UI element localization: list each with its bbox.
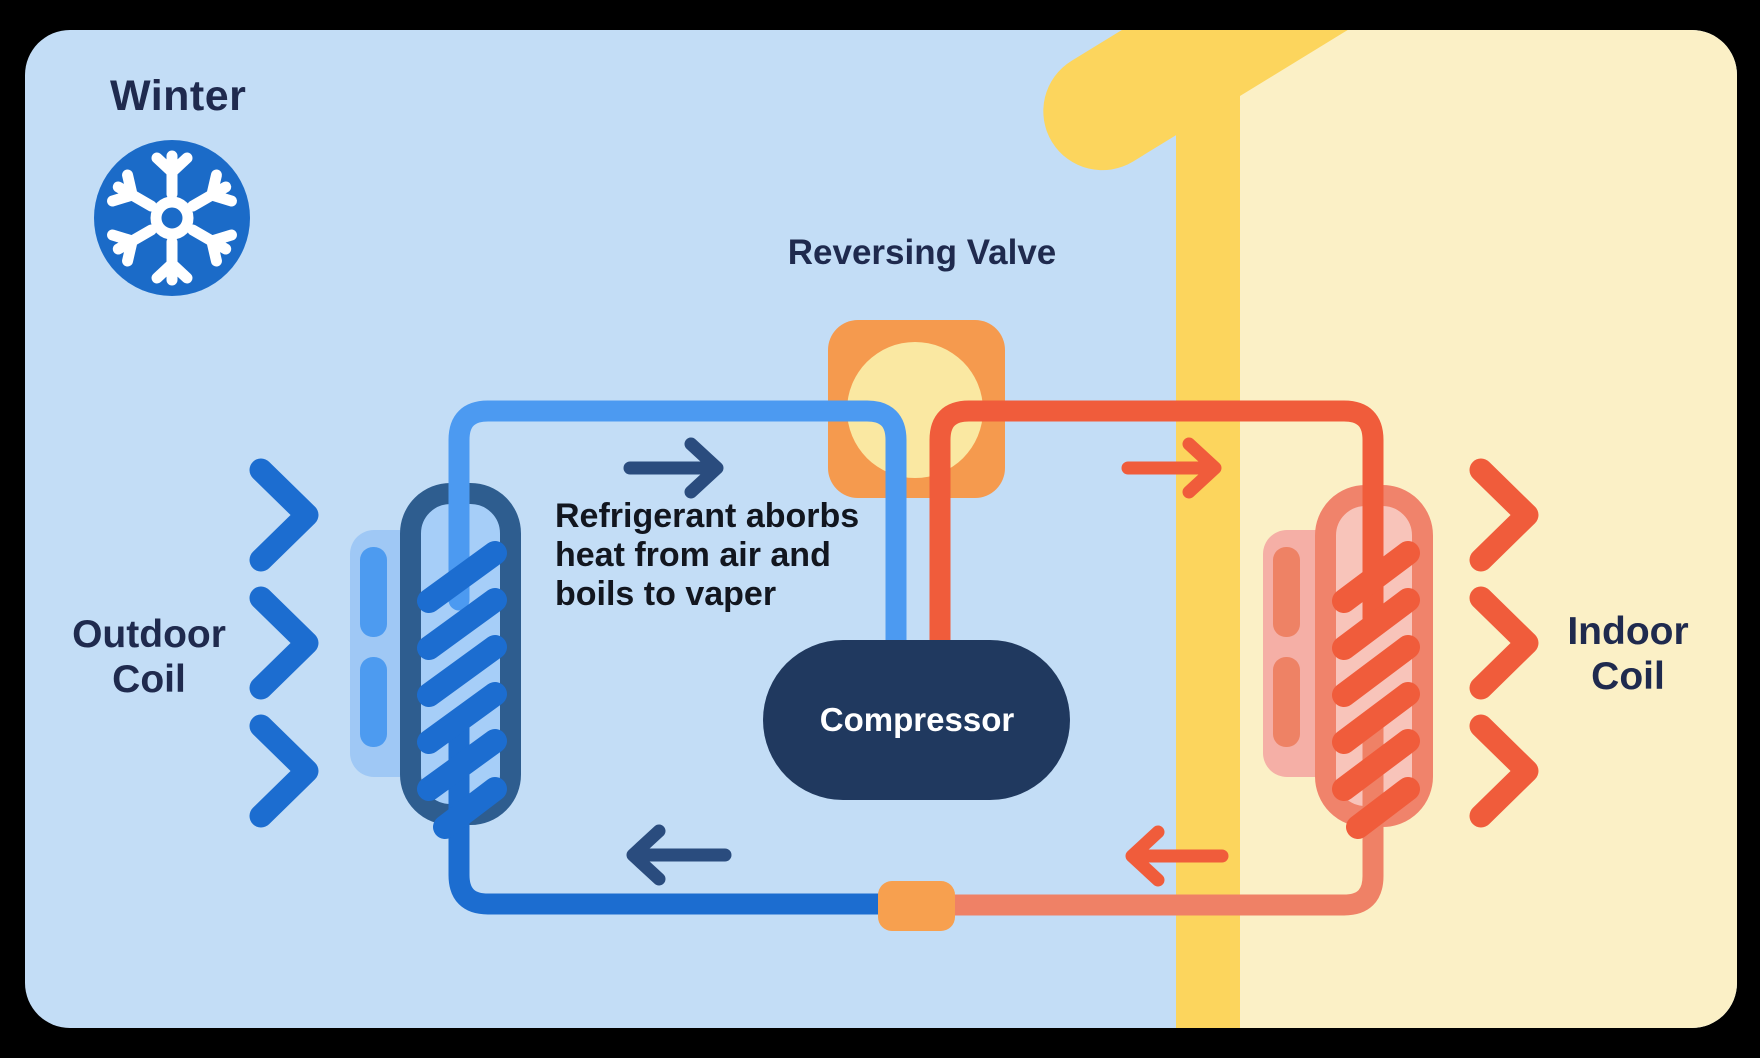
outdoor-coil-tubes bbox=[417, 541, 507, 839]
diagram-card: Winter Reversing Valve Refrigerant aborb… bbox=[25, 30, 1737, 1028]
house-wall bbox=[1176, 86, 1240, 1028]
chevron-right-icon bbox=[1469, 458, 1539, 572]
fan-icon bbox=[1273, 547, 1300, 637]
flow-arrows bbox=[623, 437, 1229, 887]
outdoor-coil-label: Outdoor Coil bbox=[72, 613, 226, 701]
warm-liquid-line bbox=[940, 717, 1384, 916]
indoor-coil-label: Indoor Coil bbox=[1567, 610, 1689, 698]
snowflake-icon bbox=[107, 150, 237, 286]
fan-icon bbox=[360, 657, 387, 747]
chevron-right-icon bbox=[249, 586, 319, 700]
chevron-right-icon bbox=[1469, 586, 1539, 700]
indoor-airflow-chevrons bbox=[1469, 458, 1539, 828]
arrow-left-icon bbox=[1125, 825, 1229, 887]
cold-liquid-line bbox=[448, 717, 893, 915]
hot-vapor-line bbox=[929, 400, 1384, 663]
expansion-valve-connector bbox=[878, 881, 955, 931]
cold-vapor-line bbox=[448, 400, 907, 663]
chevron-right-icon bbox=[1469, 714, 1539, 828]
winter-badge bbox=[94, 140, 250, 296]
indoor-coil-tubes bbox=[1332, 541, 1420, 839]
arrow-left-icon bbox=[626, 824, 732, 886]
reversing-valve-label: Reversing Valve bbox=[787, 233, 1057, 272]
chevron-right-icon bbox=[249, 714, 319, 828]
arrow-right-icon bbox=[623, 437, 724, 499]
refrigerant-note: Refrigerant aborbs heat from air and boi… bbox=[555, 497, 860, 613]
chevron-right-icon bbox=[249, 458, 319, 572]
house-roof bbox=[1043, 30, 1470, 171]
graphics-layer bbox=[25, 30, 1737, 1028]
label-layer: Winter Reversing Valve Refrigerant aborb… bbox=[25, 30, 1737, 1028]
heat-pump-diagram bbox=[94, 30, 1737, 1028]
arrow-right-icon bbox=[1121, 437, 1222, 499]
refrigerant-lines bbox=[448, 400, 1384, 916]
winter-title: Winter bbox=[110, 72, 247, 120]
compressor-label: Compressor bbox=[819, 701, 1015, 738]
fan-icon bbox=[1273, 657, 1300, 747]
compressor-body bbox=[763, 640, 1070, 800]
fan-icon bbox=[360, 547, 387, 637]
outdoor-airflow-chevrons bbox=[249, 458, 319, 828]
